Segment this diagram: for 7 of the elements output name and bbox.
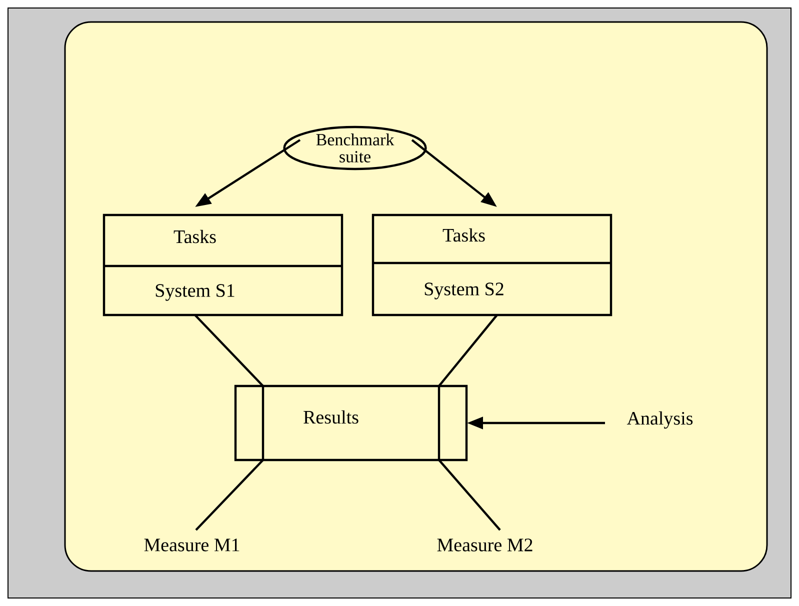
node-label: Measure M2 (437, 538, 532, 552)
ellipse-node: Benchmark suite (283, 126, 427, 170)
process-box: Tasks System S1 (102, 214, 344, 316)
node-label: Measure M1 (144, 538, 240, 552)
node-label: Analysis (626, 411, 693, 429)
data-store-box: Results (234, 384, 468, 462)
process-box: Tasks System S2 (372, 214, 612, 316)
